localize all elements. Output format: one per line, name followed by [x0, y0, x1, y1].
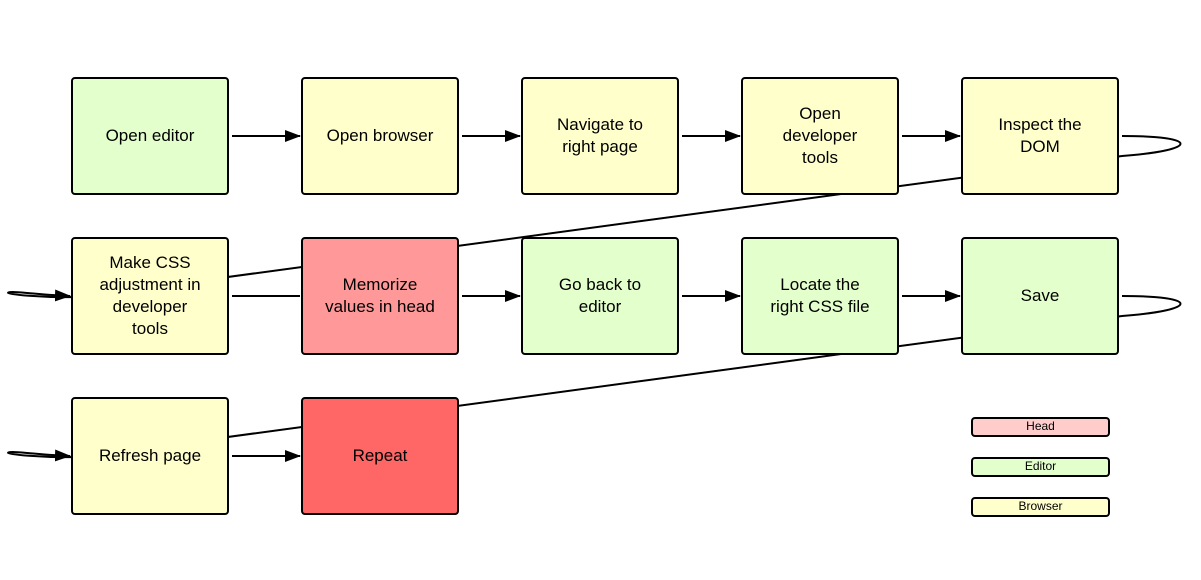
node-label: Open developer tools	[782, 104, 858, 167]
legend-label: Head	[1026, 419, 1055, 433]
node-label: Memorize values in head	[325, 275, 435, 316]
node-label: Make CSS adjustment in developer tools	[99, 253, 201, 338]
node-label: Open editor	[105, 126, 195, 145]
node-label: Locate the right CSS file	[770, 275, 870, 316]
legend-item-editor: Editor	[971, 457, 1110, 477]
node-label: Refresh page	[98, 446, 202, 465]
legend-item-head: Head	[971, 417, 1110, 437]
node-refresh-page: Refresh page	[71, 397, 229, 515]
node-open-editor: Open editor	[71, 77, 229, 195]
arrow-save-to-refresh-page	[6, 295, 1182, 462]
node-locate-css-file: Locate the right CSS file	[741, 237, 899, 355]
node-open-devtools: Open developer tools	[741, 77, 899, 195]
node-label: Go back to editor	[558, 275, 642, 316]
arrow-inspect-dom-to-make-css-adjustment	[6, 135, 1182, 302]
node-open-browser: Open browser	[301, 77, 459, 195]
node-save: Save	[961, 237, 1119, 355]
node-make-css-adjustment: Make CSS adjustment in developer tools	[71, 237, 229, 355]
node-label: Save	[1020, 286, 1060, 305]
legend-label: Browser	[1018, 499, 1063, 513]
node-inspect-dom: Inspect the DOM	[961, 77, 1119, 195]
legend-item-browser: Browser	[971, 497, 1110, 517]
node-navigate: Navigate to right page	[521, 77, 679, 195]
legend-label: Editor	[1024, 459, 1057, 473]
node-label: Repeat	[352, 446, 408, 465]
node-memorize-values: Memorize values in head	[301, 237, 459, 355]
node-label: Navigate to right page	[557, 115, 643, 156]
node-repeat: Repeat	[301, 397, 459, 515]
node-go-back-editor: Go back to editor	[521, 237, 679, 355]
node-label: Inspect the DOM	[998, 115, 1082, 156]
node-label: Open browser	[326, 126, 434, 145]
